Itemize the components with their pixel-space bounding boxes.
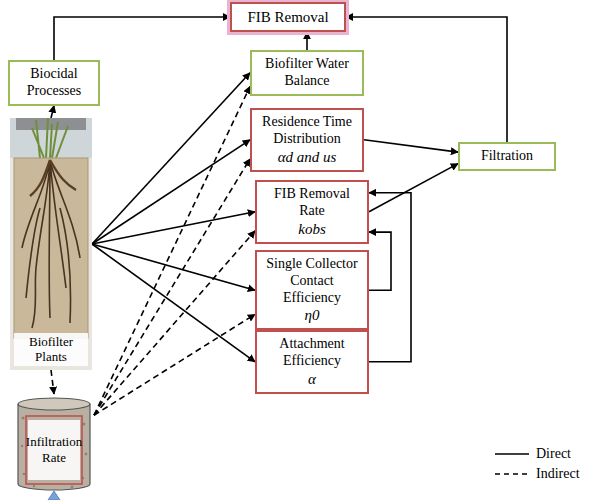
process-box: Filtration [458, 142, 556, 171]
direct-arrow [369, 164, 458, 212]
indirect-arrow [94, 314, 255, 415]
indirect-arrow [94, 159, 250, 415]
plant-photo-node: Biofilter Plants [10, 118, 92, 370]
symbol-label: kobs [298, 220, 326, 238]
direct-arrow [306, 32, 308, 50]
legend-row: Indirect [494, 464, 580, 484]
indirect-arrow [94, 231, 255, 415]
direct-arrow [364, 140, 458, 152]
node-label: FIB Removal [247, 8, 328, 26]
legend: Direct Indirect [494, 444, 580, 484]
symbol-label: η0 [305, 306, 320, 324]
node-label: Attachment Efficiency [261, 336, 363, 370]
node-label: FIB Removal Rate [261, 186, 363, 220]
parameter-box: Single Collector Contact Efficiencyη0 [255, 250, 369, 330]
direct-arrow [54, 17, 230, 60]
soil-column-node: Infiltration Rate [14, 394, 94, 500]
legend-label: Direct [536, 446, 571, 462]
legend-row: Direct [494, 444, 580, 464]
parameter-box: FIB Removal Ratekobs [255, 180, 369, 244]
direct-arrow [369, 193, 411, 362]
outcome-box: FIB Removal [230, 2, 346, 32]
legend-label: Indirect [536, 466, 580, 482]
symbol-label: αd and us [278, 148, 337, 166]
node-label: Biofilter Water Balance [256, 56, 358, 90]
parameter-box: Residence Time Distributionαd and us [250, 108, 364, 172]
node-label: Infiltration Rate [28, 420, 80, 480]
dashed-line-sample [494, 469, 530, 479]
direct-arrow [92, 73, 250, 244]
direct-arrow [346, 17, 507, 142]
direct-arrow [51, 106, 54, 118]
process-box: Biofilter Water Balance [250, 50, 364, 96]
node-label: Residence Time Distribution [256, 114, 358, 148]
direct-arrow [92, 244, 255, 362]
node-label: Single Collector Contact Efficiency [261, 256, 363, 306]
direct-arrow [92, 212, 255, 244]
process-box: Biocidal Processes [8, 60, 100, 106]
solid-line-sample [494, 449, 530, 459]
symbol-label: α [308, 370, 316, 388]
node-label: Biocidal Processes [14, 66, 94, 100]
parameter-box: Attachment Efficiencyα [255, 330, 369, 394]
node-label: Biofilter Plants [14, 333, 88, 366]
direct-arrow [369, 232, 391, 290]
indirect-arrow [51, 370, 54, 394]
node-label: Filtration [481, 148, 533, 165]
